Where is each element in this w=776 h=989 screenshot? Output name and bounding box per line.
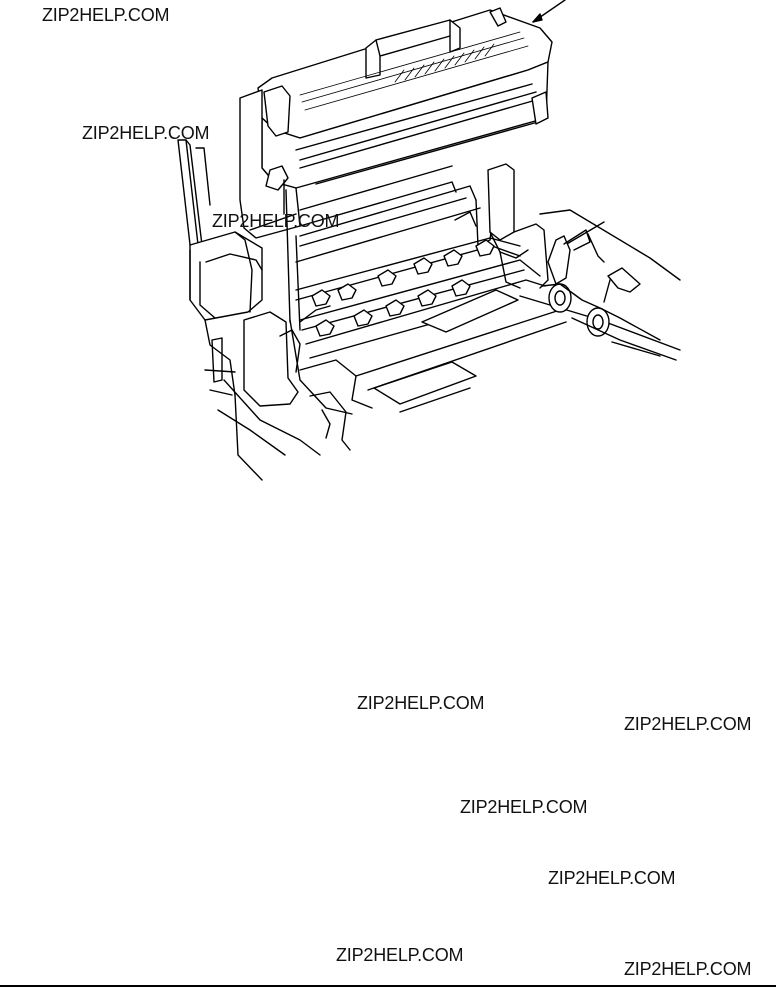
page-bottom-rule (0, 985, 776, 987)
watermark-text: ZIP2HELP.COM (212, 211, 340, 231)
watermark-text: ZIP2HELP.COM (460, 797, 588, 817)
printer-right-door (519, 209, 681, 361)
watermark-text: ZIP2HELP.COM (357, 693, 485, 713)
feed-rollers (311, 239, 495, 337)
registration-rollers (548, 283, 610, 337)
fuser-unit-line-drawing (177, 0, 681, 481)
watermark-text: ZIP2HELP.COM (336, 945, 464, 965)
watermark-text: ZIP2HELP.COM (82, 123, 210, 143)
printer-interior (243, 163, 567, 451)
watermark-text: ZIP2HELP.COM (42, 5, 170, 25)
fuser-unit (239, 7, 553, 239)
watermark-text: ZIP2HELP.COM (624, 714, 752, 734)
printer-left-frame (177, 139, 321, 481)
watermark-text: ZIP2HELP.COM (548, 868, 676, 888)
watermark-text: ZIP2HELP.COM (624, 959, 752, 979)
